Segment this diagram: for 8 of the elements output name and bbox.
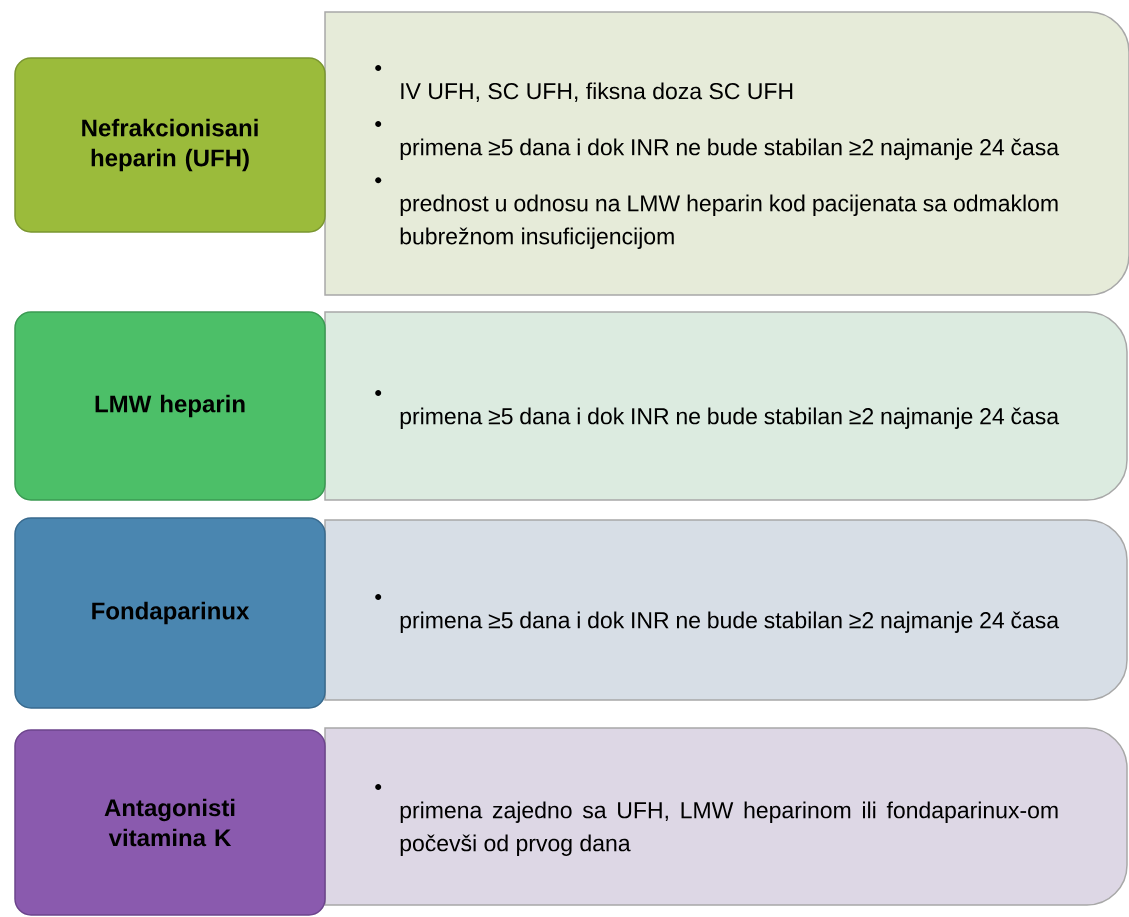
category-box: Antagonisti vitamina K bbox=[14, 729, 326, 916]
info-panel: primena ≥5 dana i dok INR ne bude stabilan ≥2 najmanje 24 časa bbox=[324, 311, 1128, 501]
info-panel: primena ≥5 dana i dok INR ne bude stabilan ≥2 najmanje 24 časa bbox=[324, 519, 1128, 701]
category-box: Nefrakcionisani heparin (UFH) bbox=[14, 57, 326, 233]
info-panel: primena zajedno sa UFH, LMW heparinom ili fondaparinux-om počevši od prvog dana bbox=[324, 727, 1128, 906]
category-box: LMW heparin bbox=[14, 311, 326, 501]
category-box: Fondaparinux bbox=[14, 517, 326, 709]
info-panel: IV UFH, SC UFH, fiksna doza SC UFH primena ≥5 dana i dok INR ne bude stabilan ≥2 najmanje 24 časa prednost u odnosu na LMW heparin kod pacijenata sa odmaklom bubrežnom insuficijencijom bbox=[324, 11, 1129, 296]
